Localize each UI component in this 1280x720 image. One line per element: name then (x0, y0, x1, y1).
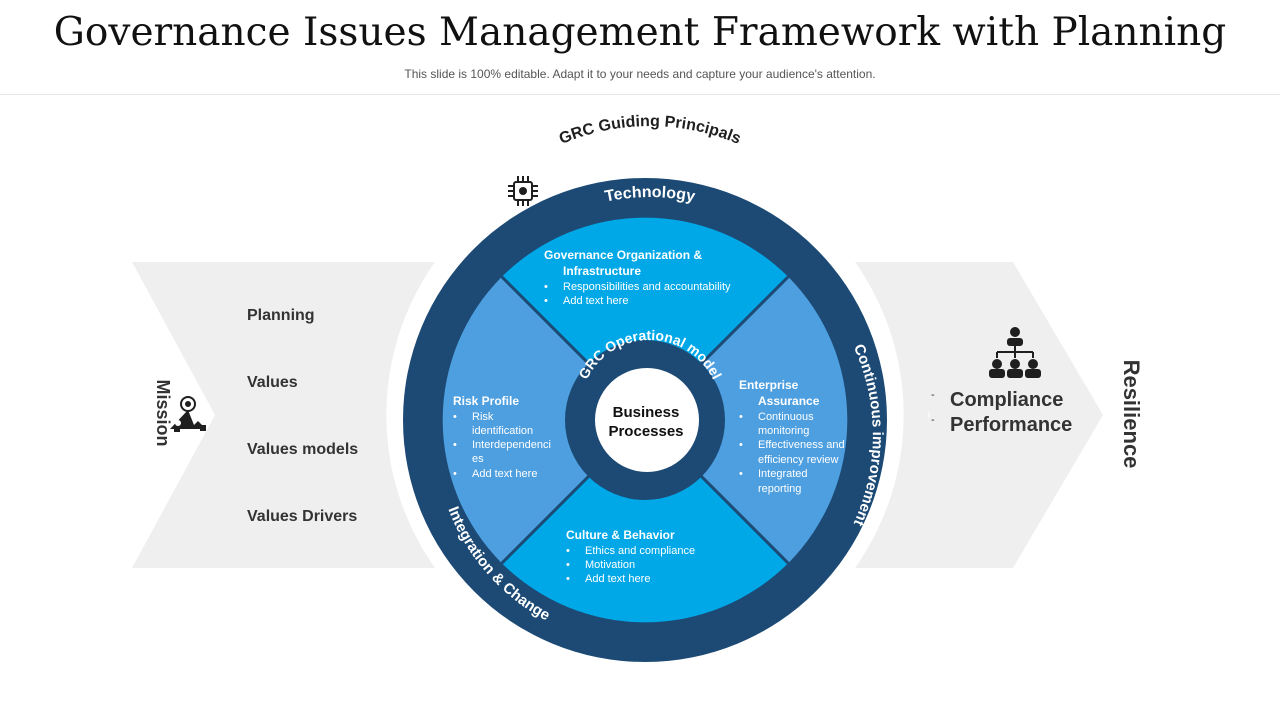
left-item-values: Values (247, 374, 298, 391)
quadrant-right (645, 276, 848, 564)
left-item-values-drivers: Values Drivers (247, 508, 357, 525)
quadrant-right-content: Enterprise Assurance • Continuous monito… (739, 378, 845, 495)
center-line-1: Business (613, 404, 680, 421)
org-hierarchy-icon (989, 327, 1041, 378)
list-item: Add text here (472, 468, 537, 480)
bullet-dot: • (453, 468, 457, 480)
right-chevron (880, 262, 1103, 568)
quadrant-bottom (501, 420, 789, 623)
center-line-2: Processes (608, 423, 683, 440)
left-item-values-models: Values models (247, 441, 358, 458)
left-arc-band (366, 262, 435, 568)
bullet-dot: • (544, 295, 548, 307)
bullet-dot: • (453, 439, 457, 451)
svg-text:Technology: Technology (603, 184, 696, 206)
grc-guiding-principals-label: GRC Guiding Principals (557, 113, 744, 148)
header-divider (0, 94, 1280, 95)
technology-label: Technology (603, 184, 696, 206)
bullet-dot: • (566, 559, 570, 571)
chip-icon (508, 176, 538, 206)
list-item: Add text here (563, 295, 628, 307)
quadrant-top-title: Governance Organization & (544, 248, 702, 262)
left-item-planning: Planning (247, 307, 315, 324)
list-item: monitoring (758, 425, 809, 437)
quadrant-top-title: Infrastructure (563, 264, 641, 278)
list-item: Add text here (585, 573, 650, 585)
bullet-dot: • (739, 411, 743, 423)
list-item: Interdependenci (472, 439, 551, 451)
dash-marker: - (931, 414, 935, 426)
resilience-label: Resilience (1119, 360, 1144, 469)
list-item: es (472, 453, 484, 465)
bullet-dot: • (566, 545, 570, 557)
center-circle (595, 368, 699, 472)
list-item: Responsibilities and accountability (563, 281, 731, 293)
list-item: Effectiveness and (758, 439, 845, 451)
list-item: efficiency review (758, 454, 839, 466)
list-item: Risk (472, 411, 494, 423)
right-item-performance: Performance (950, 414, 1072, 436)
quadrant-left-content: Risk Profile • Risk identification • Int… (453, 394, 551, 480)
list-item: Ethics and compliance (585, 545, 695, 557)
quadrant-top-content: Governance Organization & Infrastructure… (544, 248, 731, 307)
quadrant-right-title: Enterprise (739, 378, 799, 392)
page-subtitle: This slide is 100% editable. Adapt it to… (404, 67, 876, 81)
bullet-dot: • (566, 573, 570, 585)
svg-text:GRC Guiding Principals: GRC Guiding Principals (557, 113, 744, 148)
bullet-dot: • (544, 281, 548, 293)
mission-label: Mission (153, 379, 173, 446)
list-item: reporting (758, 483, 801, 495)
left-chevron (132, 262, 415, 568)
right-arc-band (855, 262, 929, 568)
quadrant-right-title: Assurance (758, 394, 820, 408)
right-item-compliance: Compliance (950, 389, 1063, 411)
list-item: identification (472, 425, 533, 437)
quadrant-bottom-content: Culture & Behavior • Ethics and complian… (566, 528, 695, 585)
mission-target-icon (170, 396, 206, 432)
bullet-dot: • (453, 411, 457, 423)
quadrant-left-title: Risk Profile (453, 394, 519, 408)
bullet-dot: • (739, 439, 743, 451)
quadrant-bottom-title: Culture & Behavior (566, 528, 675, 542)
page-title: Governance Issues Management Framework w… (53, 10, 1227, 55)
quadrant-top (501, 217, 789, 420)
list-item: Motivation (585, 559, 635, 571)
bullet-dot: • (739, 468, 743, 480)
list-item: Integrated (758, 468, 808, 480)
quadrant-left (442, 276, 645, 564)
dash-marker: - (931, 389, 935, 401)
list-item: Continuous (758, 411, 814, 423)
